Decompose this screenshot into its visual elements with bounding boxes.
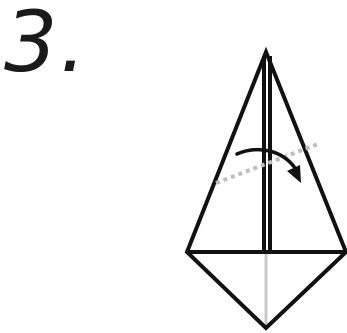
origami-diagram [0, 0, 347, 333]
